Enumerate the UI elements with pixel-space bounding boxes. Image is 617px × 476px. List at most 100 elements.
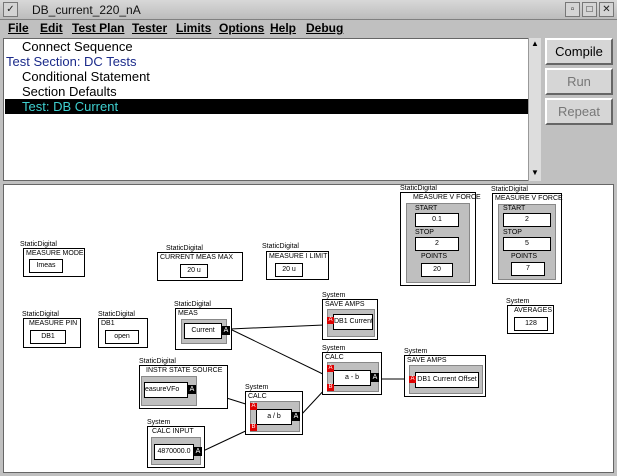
measure-v-force-1-stop-label: STOP xyxy=(415,229,434,236)
calc-input-title: CALC INPUT xyxy=(152,428,194,435)
averages-block[interactable]: AVERAGES 128 xyxy=(507,305,554,334)
calc-input-output-port[interactable]: A xyxy=(194,447,202,456)
menu-test-plan[interactable]: Test Plan xyxy=(72,21,125,35)
save-amps-1-title: SAVE AMPS xyxy=(325,301,365,308)
run-button[interactable]: Run xyxy=(545,68,613,95)
menu-options[interactable]: Options xyxy=(219,21,265,35)
save-amps-2-block[interactable]: SAVE AMPS DB1 Current Offset A xyxy=(404,355,486,397)
measure-mode-category: StaticDigital xyxy=(20,241,57,248)
calc-1-value[interactable]: a - b xyxy=(333,370,371,386)
measure-v-force-2-stop-value[interactable]: 5 xyxy=(503,237,551,251)
save-amps-1-input-port[interactable]: A xyxy=(327,317,334,324)
measure-mode-block[interactable]: MEASURE MODE Imeas xyxy=(23,248,85,277)
meas-output-port[interactable]: A xyxy=(222,326,230,335)
instr-state-output-port[interactable]: A xyxy=(188,385,196,394)
calc-1-category: System xyxy=(322,345,346,352)
tree-item-section-defaults[interactable]: Section Defaults xyxy=(22,84,117,99)
measure-v-force-2-category: StaticDigital xyxy=(491,186,528,193)
scroll-up-icon[interactable]: ▲ xyxy=(531,39,539,48)
maximize-icon[interactable]: □ xyxy=(582,2,597,17)
compile-button[interactable]: Compile xyxy=(545,38,613,65)
current-meas-max-title: CURRENT MEAS MAX xyxy=(160,254,233,261)
tree-selection-highlight xyxy=(5,99,528,114)
menu-edit[interactable]: Edit xyxy=(40,21,63,35)
measure-v-force-2-block[interactable]: MEASURE V FORCE START 2 STOP 5 POINTS 7 xyxy=(492,193,563,284)
tree-item-test-db-current[interactable]: Test: DB Current xyxy=(22,99,119,114)
instr-state-category: StaticDigital xyxy=(139,358,176,365)
calc-input-value[interactable]: 4870000.0 xyxy=(154,444,194,460)
menu-help[interactable]: Help xyxy=(270,21,297,35)
calc-input-block[interactable]: CALC INPUT 4870000.0 A xyxy=(147,426,205,468)
repeat-button[interactable]: Repeat xyxy=(545,98,613,125)
averages-title: AVERAGES xyxy=(514,307,552,314)
test-plan-tree[interactable]: Connect Sequence Test Section: DC Tests … xyxy=(3,38,541,181)
menu-limits[interactable]: Limits xyxy=(176,21,212,35)
save-amps-2-title: SAVE AMPS xyxy=(407,357,447,364)
calc-1-input-a-port[interactable]: A xyxy=(327,365,334,372)
measure-i-limit-value[interactable]: 20 u xyxy=(275,263,303,277)
current-meas-max-category: StaticDigital xyxy=(166,245,203,252)
measure-v-force-2-points-label: POINTS xyxy=(511,253,538,260)
calc-2-title: CALC xyxy=(248,393,267,400)
scroll-down-icon[interactable]: ▼ xyxy=(531,168,539,177)
minimize-icon[interactable]: ▫ xyxy=(565,2,580,17)
instr-state-block[interactable]: INSTR STATE SOURCE easureVFo A xyxy=(139,365,228,409)
save-amps-1-value[interactable]: DB1 Current xyxy=(333,314,373,330)
save-amps-1-block[interactable]: SAVE AMPS DB1 Current A xyxy=(322,299,378,340)
measure-pin-block[interactable]: MEASURE PIN DB1 xyxy=(23,318,81,348)
calc-2-value[interactable]: a / b xyxy=(256,409,292,425)
measure-mode-value[interactable]: Imeas xyxy=(29,259,63,273)
db1-value[interactable]: open xyxy=(105,330,139,344)
calc-2-category: System xyxy=(245,384,269,391)
calc-1-input-b-port[interactable]: B xyxy=(327,384,334,391)
measure-i-limit-title: MEASURE I LIMIT xyxy=(269,253,328,260)
measure-mode-title: MEASURE MODE xyxy=(26,250,84,257)
window-menu-icon[interactable]: ✓ xyxy=(3,2,18,17)
calc-input-category: System xyxy=(147,419,171,426)
close-icon[interactable]: ✕ xyxy=(599,2,614,17)
meas-value[interactable]: Current xyxy=(184,323,222,339)
calc-1-title: CALC xyxy=(325,354,344,361)
calc-2-block[interactable]: CALC a / b A B A xyxy=(245,391,303,435)
calc-1-output-port[interactable]: A xyxy=(371,373,379,382)
measure-i-limit-block[interactable]: MEASURE I LIMIT 20 u xyxy=(266,251,329,280)
tree-item-test-section[interactable]: Test Section: DC Tests xyxy=(6,54,137,69)
save-amps-2-category: System xyxy=(404,348,428,355)
menu-bar: File Edit Test Plan Tester Limits Option… xyxy=(0,20,617,37)
meas-category: StaticDigital xyxy=(174,301,211,308)
meas-title: MEAS xyxy=(178,310,198,317)
measure-pin-value[interactable]: DB1 xyxy=(30,330,66,344)
calc-2-input-b-port[interactable]: B xyxy=(250,424,257,431)
measure-pin-category: StaticDigital xyxy=(22,311,59,318)
menu-file[interactable]: File xyxy=(8,21,29,35)
calc-2-output-port[interactable]: A xyxy=(292,412,300,421)
menu-debug[interactable]: Debug xyxy=(306,21,344,35)
calc-2-input-a-port[interactable]: A xyxy=(250,403,257,410)
measure-v-force-2-points-value[interactable]: 7 xyxy=(511,262,545,276)
measure-pin-title: MEASURE PIN xyxy=(29,320,78,327)
title-bar: ✓ DB_current_220_nA ▫ □ ✕ xyxy=(0,0,617,20)
measure-v-force-1-points-value[interactable]: 20 xyxy=(421,263,453,277)
measure-v-force-1-stop-value[interactable]: 2 xyxy=(415,237,459,251)
db1-block[interactable]: DB1 open xyxy=(98,318,148,348)
tree-item-connect-sequence[interactable]: Connect Sequence xyxy=(22,39,133,54)
calc-1-block[interactable]: CALC a - b A B A xyxy=(322,352,382,395)
block-diagram-canvas[interactable]: StaticDigital MEASURE MODE Imeas StaticD… xyxy=(3,184,614,473)
save-amps-2-input-port[interactable]: A xyxy=(409,376,416,383)
meas-block[interactable]: MEAS Current A xyxy=(175,308,232,350)
measure-v-force-1-start-value[interactable]: 0.1 xyxy=(415,213,459,227)
instr-state-value[interactable]: easureVFo xyxy=(144,382,188,398)
measure-v-force-1-block[interactable]: MEASURE V FORCE START 0.1 STOP 2 POINTS … xyxy=(400,192,481,286)
measure-v-force-2-start-value[interactable]: 2 xyxy=(503,213,551,227)
tree-item-conditional-statement[interactable]: Conditional Statement xyxy=(22,69,150,84)
menu-tester[interactable]: Tester xyxy=(132,21,168,35)
tree-scrollbar[interactable]: ▲ ▼ xyxy=(528,38,541,181)
averages-value[interactable]: 128 xyxy=(514,317,548,331)
current-meas-max-value[interactable]: 20 u xyxy=(180,264,208,278)
measure-v-force-1-start-label: START xyxy=(415,205,438,212)
db1-title: DB1 xyxy=(101,320,115,327)
save-amps-2-value[interactable]: DB1 Current Offset xyxy=(415,372,479,388)
measure-i-limit-category: StaticDigital xyxy=(262,243,299,250)
measure-v-force-2-stop-label: STOP xyxy=(503,229,522,236)
current-meas-max-block[interactable]: CURRENT MEAS MAX 20 u xyxy=(157,252,243,281)
